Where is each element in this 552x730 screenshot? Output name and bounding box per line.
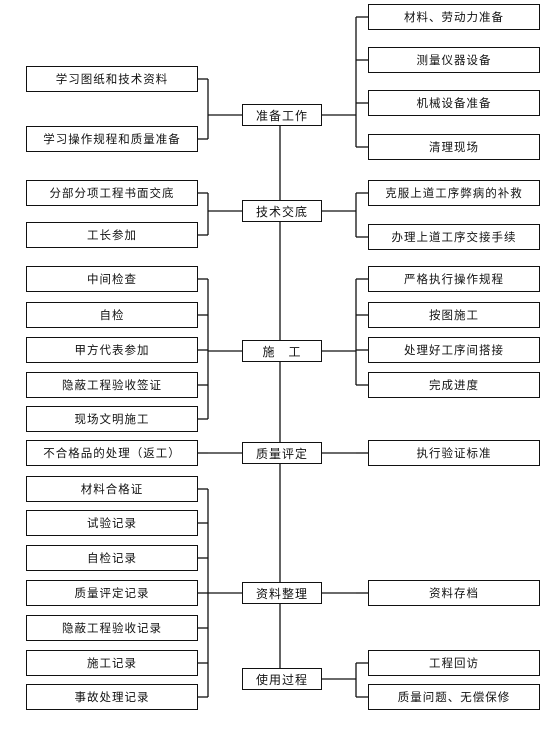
left-item-12: 试验记录 [26,510,198,536]
left-item-7: 甲方代表参加 [26,337,198,363]
left-item-15: 隐蔽工程验收记录 [26,615,198,641]
left-item-9: 现场文明施工 [26,406,198,432]
right-item-2: 测量仪器设备 [368,47,540,73]
right-item-10: 完成进度 [368,372,540,398]
stage-box-build: 施 工 [242,340,322,362]
right-item-7: 严格执行操作规程 [368,266,540,292]
left-item-8: 隐蔽工程验收签证 [26,372,198,398]
left-item-2: 学习操作规程和质量准备 [26,126,198,152]
left-item-4: 工长参加 [26,222,198,248]
right-item-6: 办理上道工序交接手续 [368,224,540,250]
stage-box-prep: 准备工作 [242,104,322,126]
left-item-17: 事故处理记录 [26,684,198,710]
left-item-10: 不合格品的处理（返工） [26,440,198,466]
right-item-14: 质量问题、无偿保修 [368,684,540,710]
left-item-6: 自检 [26,302,198,328]
right-item-3: 机械设备准备 [368,90,540,116]
right-item-4: 清理现场 [368,134,540,160]
left-item-14: 质量评定记录 [26,580,198,606]
left-item-1: 学习图纸和技术资料 [26,66,198,92]
stage-box-eval: 质量评定 [242,442,322,464]
right-item-12: 资料存档 [368,580,540,606]
right-item-5: 克服上道工序弊病的补救 [368,180,540,206]
right-item-11: 执行验证标准 [368,440,540,466]
right-item-8: 按图施工 [368,302,540,328]
right-item-9: 处理好工序间搭接 [368,337,540,363]
left-item-11: 材料合格证 [26,476,198,502]
left-item-3: 分部分项工程书面交底 [26,180,198,206]
stage-box-docs: 资料整理 [242,582,322,604]
left-item-5: 中间检查 [26,266,198,292]
right-item-1: 材料、劳动力准备 [368,4,540,30]
left-item-13: 自检记录 [26,545,198,571]
right-item-13: 工程回访 [368,650,540,676]
stage-box-tech: 技术交底 [242,200,322,222]
left-item-16: 施工记录 [26,650,198,676]
stage-box-use: 使用过程 [242,668,322,690]
